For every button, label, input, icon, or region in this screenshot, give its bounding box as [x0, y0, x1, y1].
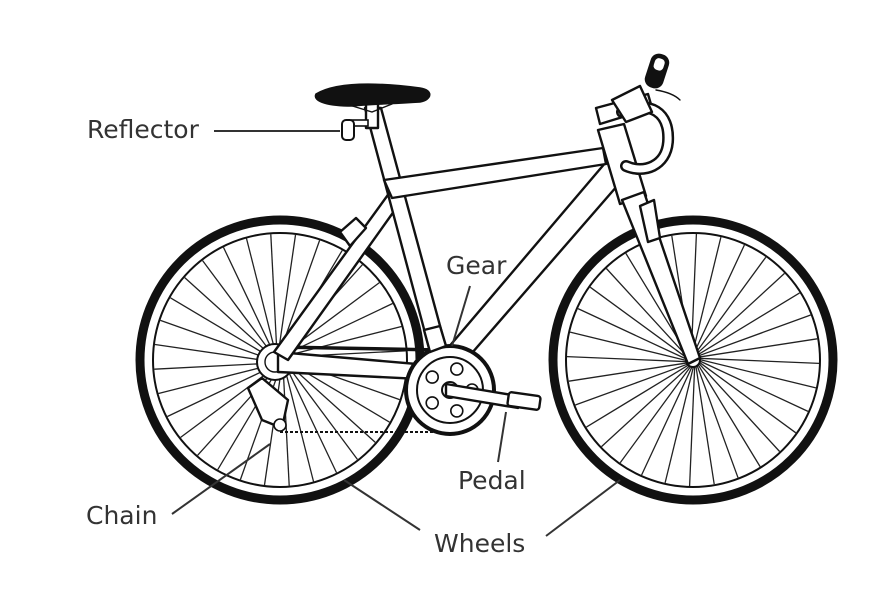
front-tire: [548, 215, 838, 505]
spoke: [695, 272, 785, 356]
spoke: [566, 355, 688, 363]
frame: [272, 98, 702, 382]
pedal: [506, 391, 542, 411]
derailleur-cage: [246, 376, 290, 430]
spoke: [697, 363, 761, 467]
front-wheel: [548, 215, 838, 505]
spoke: [277, 234, 297, 353]
front-derailleur: [422, 324, 448, 354]
spoke: [641, 365, 693, 476]
spoke: [605, 268, 689, 358]
spoke: [696, 292, 800, 356]
spoke: [167, 365, 275, 418]
spoke: [697, 314, 811, 357]
reflector: [341, 119, 369, 141]
leader-chain: [171, 443, 271, 515]
label-pedal: Pedal: [458, 466, 526, 495]
label-gear: Gear: [446, 251, 507, 280]
spoke: [184, 277, 274, 358]
spoke: [697, 362, 781, 452]
spoke: [286, 362, 376, 443]
bar-end-cap: [653, 58, 665, 71]
chainring-hole: [425, 396, 440, 410]
spoke: [695, 365, 715, 485]
leader-wheels-front: [545, 479, 621, 537]
spoke: [270, 234, 278, 353]
spoke: [688, 365, 696, 487]
spoke: [286, 364, 358, 460]
front-fork: [620, 190, 702, 366]
labels: Reflector Gear Pedal Chain Wheels: [86, 115, 621, 558]
label-wheels: Wheels: [434, 529, 525, 558]
shifter-cable: [655, 89, 681, 101]
handlebars: [594, 53, 681, 175]
saddle: [314, 83, 431, 113]
spoke: [285, 365, 338, 473]
spoke: [286, 325, 402, 357]
reflector-lens: [341, 119, 355, 141]
spoke: [694, 256, 767, 355]
label-reflector: Reflector: [87, 115, 200, 144]
front-spokes: [566, 233, 820, 487]
spoke: [577, 308, 688, 360]
leader-pedal: [497, 411, 507, 463]
spoke: [202, 260, 274, 356]
spoke: [568, 362, 688, 382]
spoke: [693, 244, 745, 355]
spoke: [154, 343, 273, 363]
label-chain: Chain: [86, 501, 157, 530]
spoke: [245, 238, 277, 354]
spoke: [263, 367, 283, 486]
spoke: [170, 297, 273, 359]
saddle-top: [314, 83, 431, 107]
front-rim: [565, 232, 821, 488]
spoke: [586, 364, 690, 428]
leader-wheels-rear: [343, 479, 421, 531]
top-tube: [382, 146, 608, 200]
spoke: [698, 357, 820, 365]
spoke: [589, 286, 688, 359]
chainring-hole: [449, 362, 464, 376]
spoke: [698, 338, 818, 358]
spoke: [160, 319, 273, 361]
spoke: [698, 360, 809, 412]
spoke: [698, 361, 797, 434]
chainring-hole: [449, 404, 464, 418]
spoke: [698, 358, 817, 389]
front-brake: [638, 198, 662, 244]
spoke: [222, 247, 275, 355]
spoke: [575, 363, 689, 406]
brakes: [338, 198, 662, 248]
spoke: [601, 364, 691, 448]
leader-gear: [451, 285, 471, 347]
spoke: [569, 331, 688, 362]
chain-upper-run: [277, 345, 441, 352]
spoke: [154, 362, 273, 370]
chain: [277, 345, 450, 433]
spoke: [691, 236, 722, 355]
spoke: [619, 365, 692, 464]
rear-rim: [152, 232, 408, 488]
chainring-hole: [425, 370, 440, 384]
spoke: [283, 366, 315, 482]
saddle-rails: [345, 103, 393, 113]
spoke: [664, 365, 695, 484]
brake-lever: [610, 84, 654, 124]
jockey-wheel: [273, 418, 287, 432]
spoke: [696, 364, 739, 478]
crankset: [404, 324, 542, 436]
bar-end: [644, 53, 670, 89]
spoke: [158, 363, 274, 395]
rear-brake: [338, 216, 368, 248]
